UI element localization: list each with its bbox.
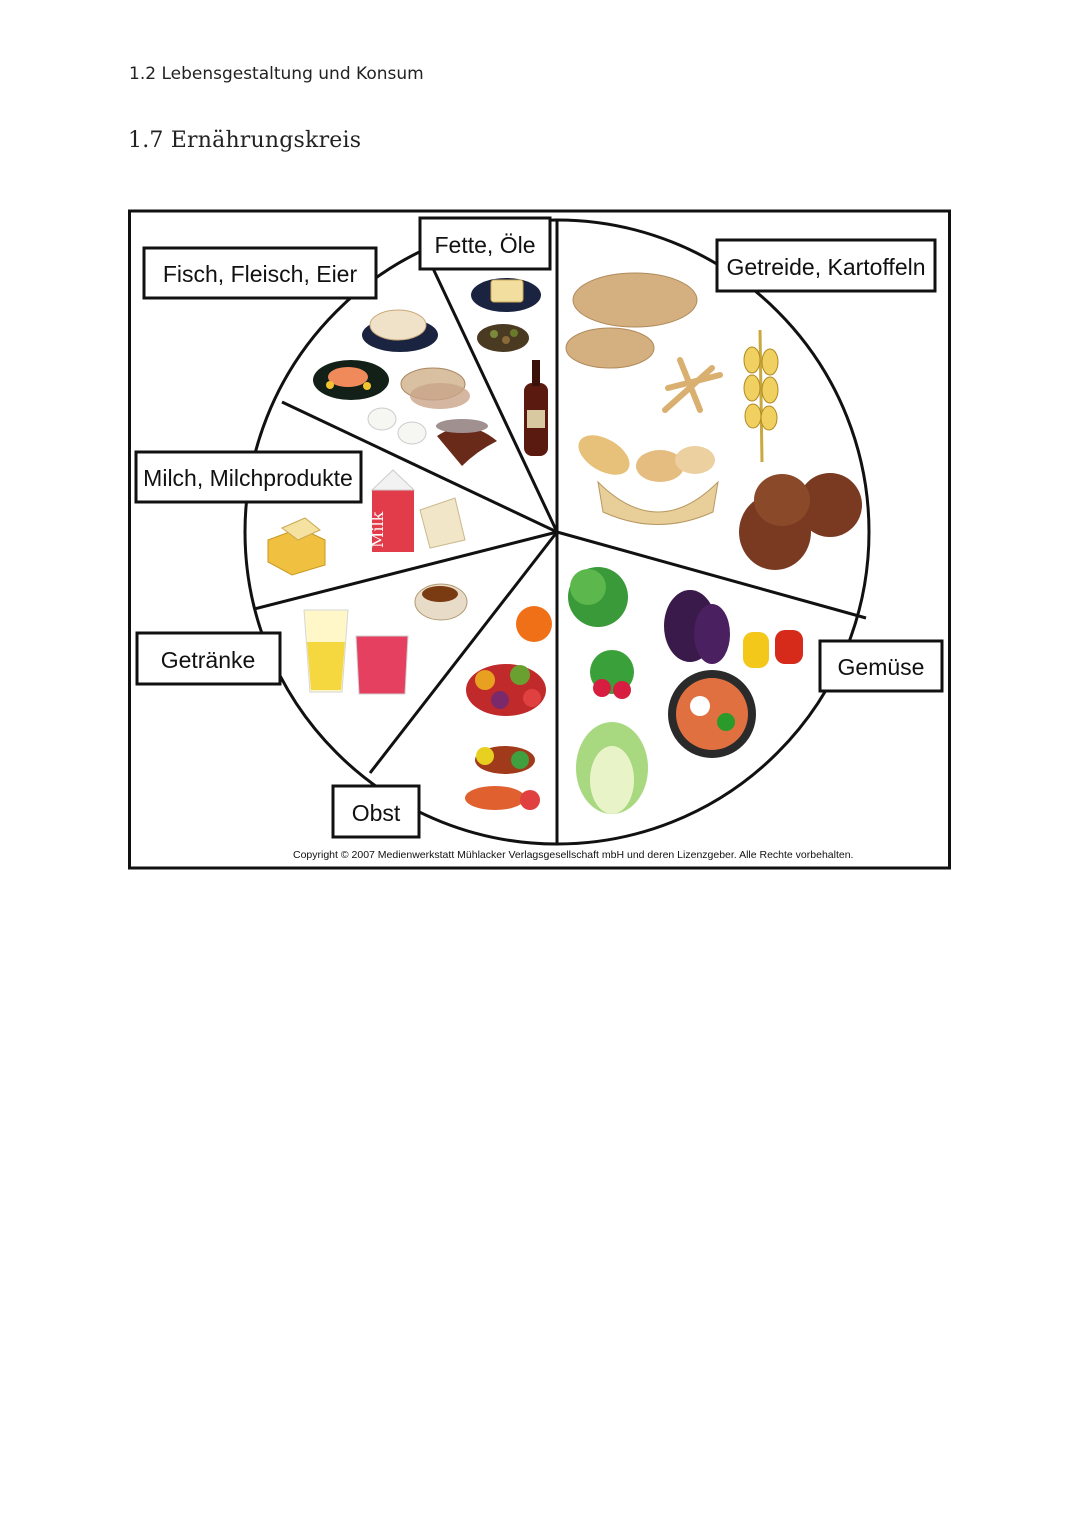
svg-text:Fette, Öle: Fette, Öle	[435, 232, 536, 258]
label-fisch-fleisch-eier: Fisch, Fleisch, Eier	[142, 246, 378, 300]
gemuese-illustrations	[568, 567, 803, 814]
page-title: 1.7 Ernährungskreis	[128, 128, 362, 153]
sector-divider-fette-left	[428, 261, 559, 533]
label-gemuese: Gemüse	[818, 639, 944, 693]
obst-illustrations	[465, 606, 552, 810]
sector-divider-milch-getraenke	[253, 530, 558, 611]
svg-text:Milch, Milchprodukte: Milch, Milchprodukte	[143, 465, 353, 491]
fisch-illustrations	[313, 309, 497, 466]
label-obst: Obst	[331, 784, 421, 839]
svg-text:Getränke: Getränke	[161, 647, 256, 673]
fette-illustrations	[471, 278, 548, 456]
sector-divider-getraenke-obst	[368, 531, 559, 774]
wheat-ear-icon	[743, 329, 779, 463]
copyright-notice: Copyright © 2007 Medienwerkstatt Mühlack…	[293, 849, 853, 861]
svg-text:Fisch, Fleisch, Eier: Fisch, Fleisch, Eier	[163, 261, 358, 287]
label-milch-milchprodukte: Milch, Milchprodukte	[134, 450, 363, 504]
category-labels: Fisch, Fleisch, Eier Fette, Öle Getreide…	[134, 216, 944, 839]
getraenke-illustrations	[303, 583, 468, 695]
page-header: 1.2 Lebensgestaltung und Konsum	[129, 64, 424, 84]
milk-carton-label: Milk	[368, 511, 387, 548]
sector-divider-fisch-milch	[281, 400, 558, 534]
label-getreide-kartoffeln: Getreide, Kartoffeln	[715, 238, 937, 293]
svg-text:Gemüse: Gemüse	[838, 654, 925, 680]
sector-divider-right	[556, 530, 867, 620]
milch-illustrations: Milk	[267, 469, 466, 576]
label-getraenke: Getränke	[135, 631, 282, 686]
label-fette-oele: Fette, Öle	[418, 216, 552, 271]
svg-text:Obst: Obst	[352, 800, 401, 826]
svg-text:Getreide, Kartoffeln: Getreide, Kartoffeln	[726, 254, 925, 280]
getreide-illustrations	[565, 272, 862, 570]
